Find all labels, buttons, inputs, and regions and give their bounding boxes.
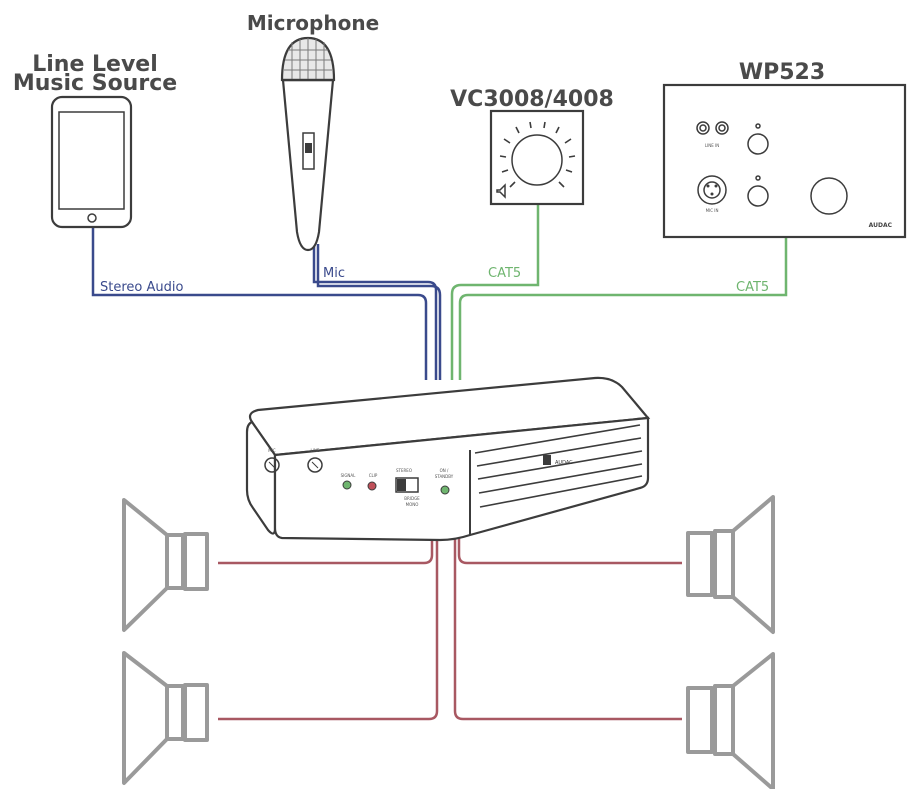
microphone-title: Microphone [247, 11, 379, 35]
mic-label: Mic [323, 266, 345, 281]
music-source-device [50, 95, 133, 229]
mic-cable [312, 244, 442, 380]
music-source-title-line2: Music Source [13, 71, 177, 96]
svg-text:ON /: ON / [440, 468, 449, 473]
svg-text:STEREO: STEREO [396, 468, 412, 473]
stereo-audio-label: Stereo Audio [100, 280, 183, 295]
svg-text:CLIP: CLIP [369, 473, 378, 478]
volume-control-device [489, 109, 585, 206]
cat5-label-volume-control: CAT5 [488, 266, 521, 281]
svg-text:LINE IN: LINE IN [705, 143, 719, 148]
svg-text:SIGNAL: SIGNAL [341, 473, 357, 478]
speaker-top-left [122, 498, 209, 632]
svg-text:BRIDGE: BRIDGE [404, 496, 420, 501]
wall-plate-device: LINE IN MIC IN AUDAC [662, 83, 907, 239]
svg-text:STANDBY: STANDBY [435, 474, 454, 479]
amplifier-unit: AUDAC MIC LINE SIGNAL CLIP STEREO BRIDGE… [245, 376, 651, 542]
cat5-cable-volume-control [450, 203, 540, 380]
svg-text:MIC: MIC [268, 448, 276, 453]
speaker-bottom-left [122, 651, 209, 785]
svg-text:LINE: LINE [311, 448, 320, 453]
music-source-title-line1: Line Level [32, 52, 158, 77]
speaker-cables [218, 535, 682, 721]
wall-plate-title: WP523 [739, 60, 825, 85]
svg-text:MONO: MONO [406, 502, 419, 507]
speaker-top-right [686, 495, 775, 634]
svg-text:MIC IN: MIC IN [706, 208, 719, 213]
cat5-label-wall-plate: CAT5 [736, 280, 769, 295]
cat5-cable-wall-plate [458, 237, 788, 380]
stereo-audio-cable [91, 224, 428, 380]
speaker-bottom-right [686, 652, 775, 789]
microphone-device [280, 36, 336, 252]
volume-control-title: VC3008/4008 [450, 87, 614, 112]
svg-text:AUDAC: AUDAC [555, 460, 573, 466]
wall-plate-brand: AUDAC [869, 222, 893, 229]
